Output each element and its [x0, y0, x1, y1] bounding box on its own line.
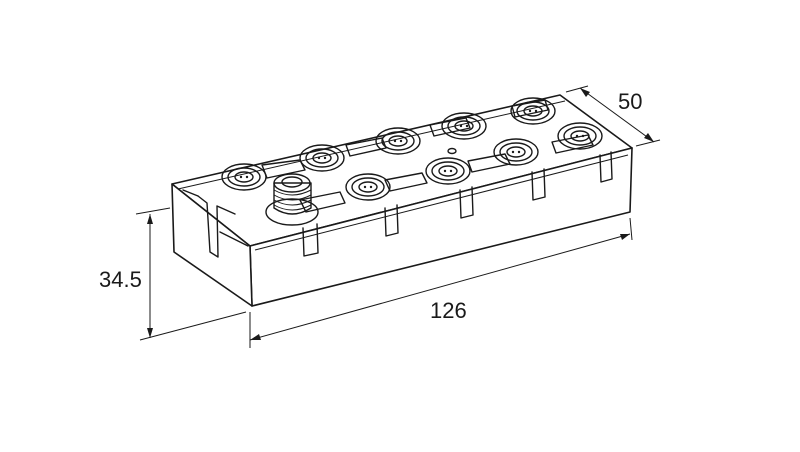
socket-icon — [375, 127, 421, 155]
socket-icon — [299, 144, 345, 172]
height-dimension: 34.5 — [99, 207, 247, 341]
socket-icon — [441, 112, 487, 140]
depth-label: 50 — [618, 89, 642, 114]
block-body — [171, 94, 633, 307]
front-tabs — [302, 151, 613, 257]
width-dimension: 126 — [249, 217, 633, 348]
end-slot — [197, 195, 236, 258]
socket-icon — [345, 173, 391, 201]
socket-icon — [493, 138, 539, 166]
socket-icon — [221, 163, 267, 191]
screw-hole-icon — [447, 147, 457, 155]
front-row-ports — [345, 122, 603, 201]
socket-icon — [510, 97, 556, 125]
width-label: 126 — [430, 298, 467, 323]
plug-connector-icon — [265, 173, 319, 226]
socket-icon — [557, 122, 603, 150]
left-face — [171, 183, 253, 307]
socket-icon — [425, 157, 471, 185]
depth-dimension: 50 — [565, 85, 661, 147]
back-row-ports — [221, 97, 556, 191]
height-label: 34.5 — [99, 267, 142, 292]
